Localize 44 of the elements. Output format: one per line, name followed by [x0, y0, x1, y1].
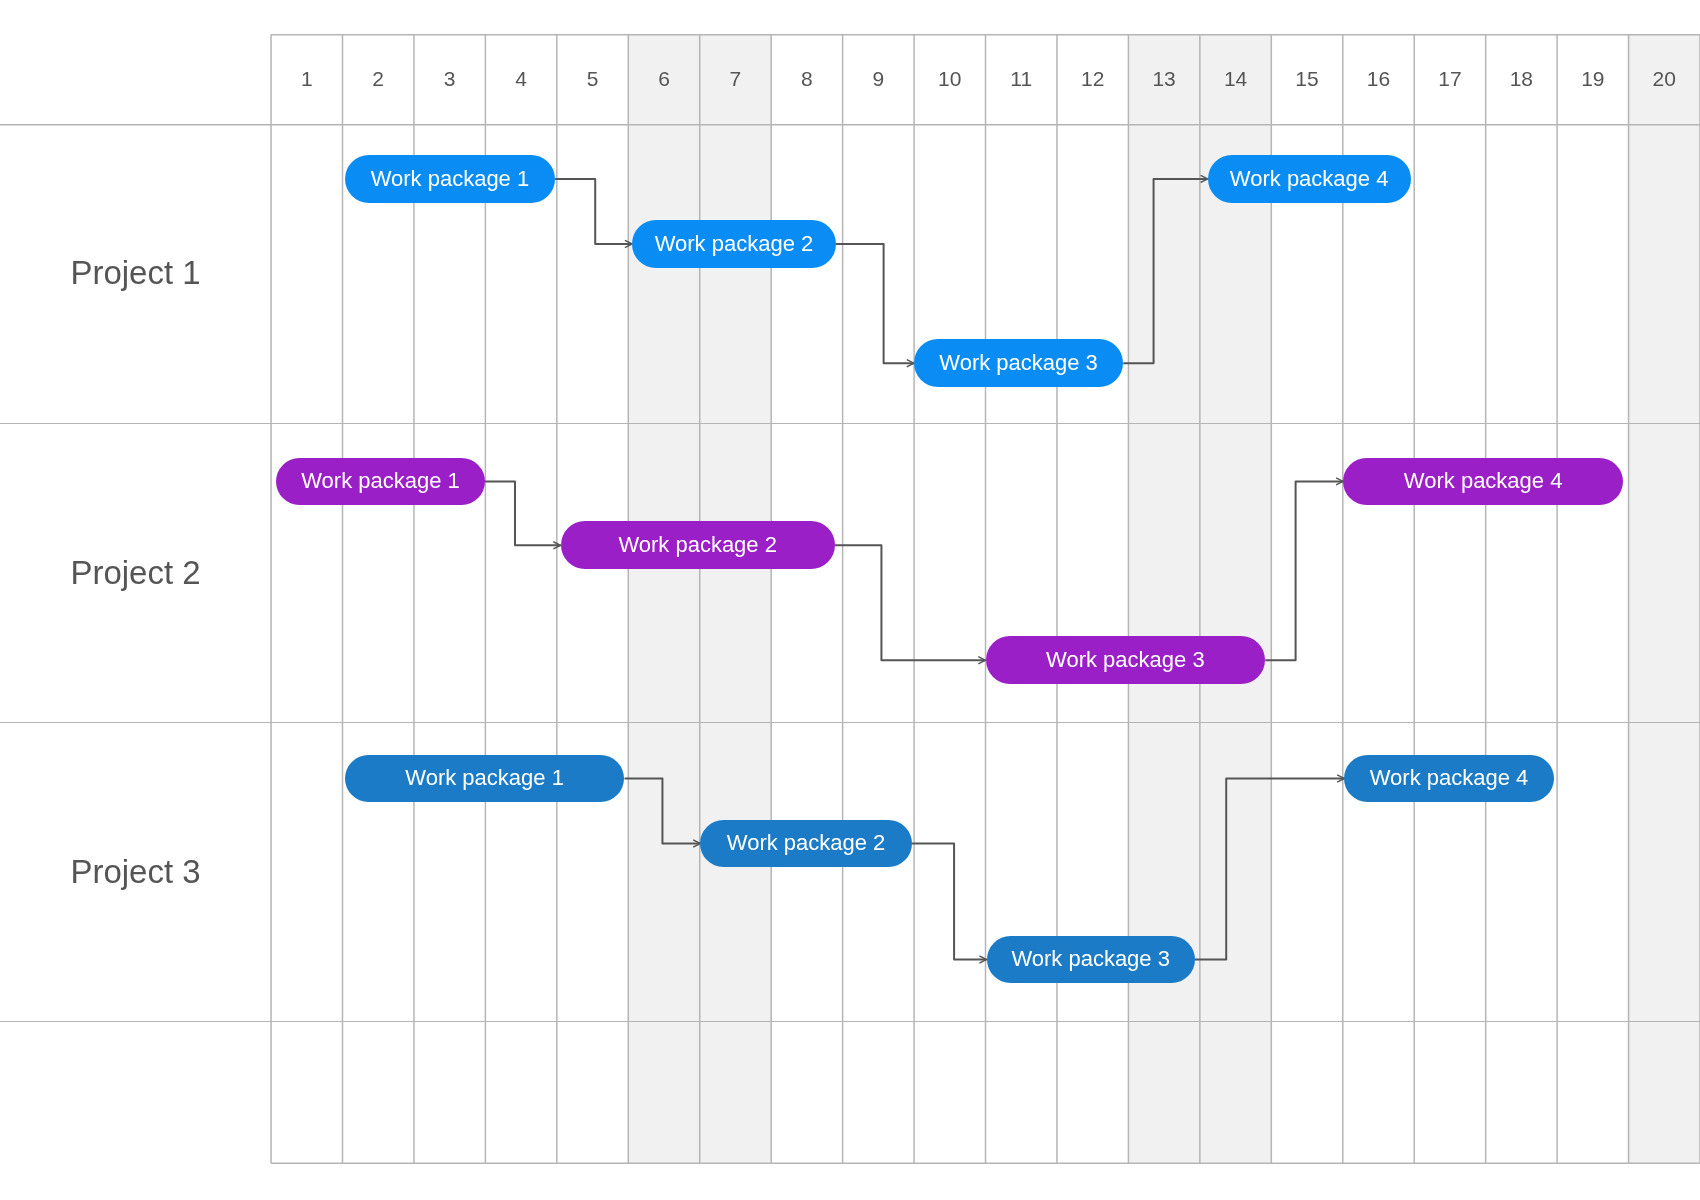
- connector-arrow: [910, 842, 988, 964]
- task-bar: Work package 2: [560, 521, 835, 570]
- column-number: 9: [871, 66, 886, 91]
- column-number: 11: [1009, 66, 1034, 91]
- task-bar: Work package 4: [1207, 155, 1411, 203]
- task-bar: Work package 1: [344, 155, 556, 203]
- task-bar: Work package 2: [700, 819, 912, 868]
- column-number: 20: [1651, 66, 1677, 91]
- column-number: 6: [657, 66, 671, 91]
- task-bar: Work package 2: [632, 220, 836, 268]
- connector-arrow: [483, 480, 562, 550]
- row-label: Project 3: [69, 852, 202, 891]
- task-bar: Work package 1: [276, 457, 485, 506]
- column-number: 16: [1365, 66, 1392, 91]
- column-number: 1: [299, 66, 314, 91]
- connector-arrow: [833, 544, 987, 665]
- column-number: 5: [585, 66, 600, 91]
- row-label: Project 2: [69, 553, 202, 592]
- column-number: 15: [1294, 66, 1320, 91]
- column-number: 7: [728, 66, 743, 91]
- column-number: 17: [1437, 66, 1463, 91]
- column-number: 19: [1580, 66, 1606, 91]
- column-number: 14: [1222, 66, 1249, 91]
- column-number: 18: [1508, 66, 1535, 91]
- task-bar: Work package 4: [1343, 457, 1623, 506]
- connector-arrow: [834, 242, 915, 368]
- column-number: 8: [800, 66, 814, 91]
- column-number: 12: [1080, 66, 1106, 91]
- connector-arrow: [1264, 477, 1345, 662]
- column-number: 2: [371, 66, 386, 91]
- column-number: 4: [514, 66, 528, 91]
- task-bar: Work package 4: [1344, 754, 1554, 803]
- task-bar: Work package 3: [985, 636, 1266, 685]
- column-number: 3: [442, 66, 457, 91]
- connector-arrow: [1193, 774, 1346, 961]
- connector-arrow: [1122, 174, 1209, 365]
- connector-arrow: [623, 777, 702, 848]
- row-label: Project 1: [69, 254, 202, 293]
- connector-arrow: [554, 177, 634, 249]
- task-bar: Work package 3: [986, 935, 1195, 984]
- task-bar: Work package 1: [344, 754, 625, 803]
- column-number: 13: [1151, 66, 1177, 91]
- task-bar: Work package 3: [913, 339, 1124, 388]
- column-number: 10: [937, 66, 963, 91]
